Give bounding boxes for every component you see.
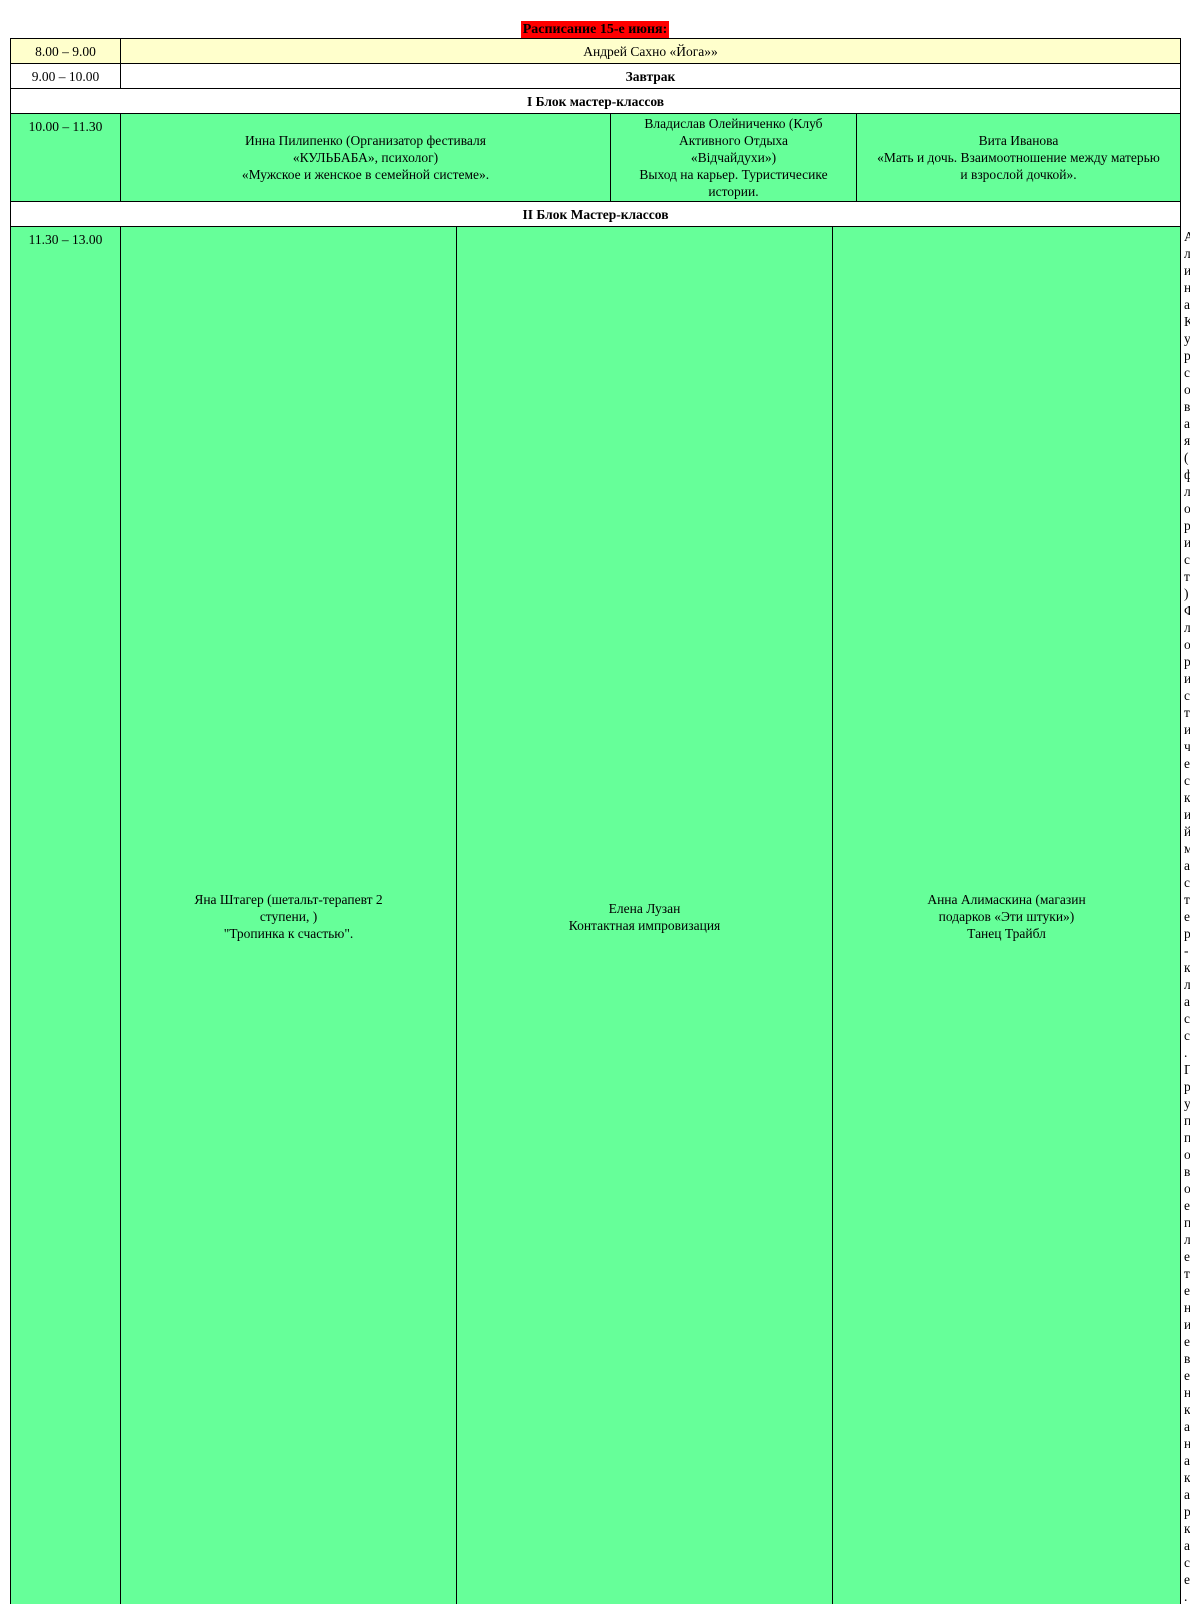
schedule-page: Расписание 15-е июня: 8.00 – 9.00 Андрей… bbox=[0, 0, 1190, 802]
activity-line: Вита Иванова bbox=[860, 132, 1177, 149]
activity-line: Яна Штагер (шетальт-терапевт 2 bbox=[124, 891, 453, 908]
activity-line: Выход на карьер. Туристичесике истории. bbox=[614, 166, 853, 200]
activity-line: Анна Алимаскина (магазин bbox=[836, 891, 1177, 908]
activity-line: Танец Трайбл bbox=[836, 925, 1177, 942]
table-row-yoga: 8.00 – 9.00 Андрей Сахно «Йога»» bbox=[11, 39, 1181, 64]
time-cell-yoga: 8.00 – 9.00 bbox=[11, 39, 121, 64]
activity-line: и взрослой дочкой». bbox=[860, 166, 1177, 183]
activity-cell-block1-3: Вита Иванова «Мать и дочь. Взаимоотношен… bbox=[857, 114, 1181, 202]
table-row-block1: 10.00 – 11.30 Инна Пилипенко (Организато… bbox=[11, 114, 1181, 202]
activity-cell-block1-1: Инна Пилипенко (Организатор фестиваля «К… bbox=[121, 114, 611, 202]
activity-cell-block2-3: Анна Алимаскина (магазин подарков «Эти ш… bbox=[833, 227, 1181, 1604]
activity-line: «КУЛЬБАБА», психолог) bbox=[124, 149, 607, 166]
table-row-block2-header: II Блок Мастер-классов bbox=[11, 202, 1181, 227]
page-title: Расписание 15-е июня: bbox=[0, 19, 1190, 38]
activity-line: подарков «Эти штуки») bbox=[836, 908, 1177, 925]
activity-line: «Мужское и женское в семейной системе». bbox=[124, 166, 607, 183]
activity-line: Контактная импровизация bbox=[460, 917, 829, 934]
time-cell-breakfast: 9.00 – 10.00 bbox=[11, 64, 121, 89]
activity-line: «Мать и дочь. Взаимоотношение между мате… bbox=[860, 149, 1177, 166]
activity-cell-yoga: Андрей Сахно «Йога»» bbox=[121, 39, 1181, 64]
activity-cell-block2-1: Яна Штагер (шетальт-терапевт 2 ступени, … bbox=[121, 227, 457, 1604]
activity-line: Инна Пилипенко (Организатор фестиваля bbox=[124, 132, 607, 149]
page-title-text: Расписание 15-е июня: bbox=[521, 21, 670, 38]
block-header-2: II Блок Мастер-классов bbox=[11, 202, 1181, 227]
schedule-table: 8.00 – 9.00 Андрей Сахно «Йога»» 9.00 – … bbox=[10, 38, 1181, 1604]
activity-line: ступени, ) bbox=[124, 908, 453, 925]
activity-cell-breakfast: Завтрак bbox=[121, 64, 1181, 89]
table-row-breakfast: 9.00 – 10.00 Завтрак bbox=[11, 64, 1181, 89]
table-row-block1-header: I Блок мастер-классов bbox=[11, 89, 1181, 114]
time-cell-block1: 10.00 – 11.30 bbox=[11, 114, 121, 202]
activity-cell-block1-2: Владислав Олейниченко (Клуб Активного От… bbox=[611, 114, 857, 202]
table-row-block2: 11.30 – 13.00 Яна Штагер (шетальт-терапе… bbox=[11, 227, 1181, 1604]
block-header-1: I Блок мастер-классов bbox=[11, 89, 1181, 114]
activity-line: "Тропинка к счастью". bbox=[124, 925, 453, 942]
activity-line: «Відчайдухи») bbox=[614, 149, 853, 166]
activity-cell-block2-2: Елена Лузан Контактная импровизация bbox=[457, 227, 833, 1604]
activity-line: Елена Лузан bbox=[460, 900, 829, 917]
activity-line: Владислав Олейниченко (Клуб Активного От… bbox=[614, 115, 853, 149]
time-cell-block2: 11.30 – 13.00 bbox=[11, 227, 121, 1604]
